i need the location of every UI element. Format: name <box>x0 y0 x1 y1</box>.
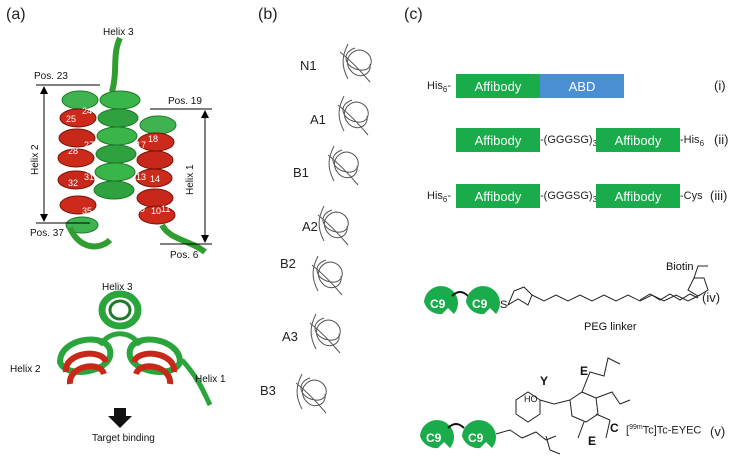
construct-iv-label: (iv) <box>702 290 721 305</box>
residue-label: 25 <box>66 114 76 124</box>
c9-label: C9 <box>468 431 484 445</box>
residue-label: 24 <box>82 106 92 116</box>
linker-label: -(GGGSG)3- <box>540 190 601 205</box>
domain-label: B2 <box>280 256 296 271</box>
helix-bundle-side-view <box>57 36 207 255</box>
residue-label: 9 <box>140 204 145 214</box>
residue-label: 32 <box>68 178 78 188</box>
domain-label: N1 <box>300 58 317 73</box>
affibody-block: Affibody <box>456 184 540 208</box>
down-arrow-icon <box>108 408 132 428</box>
residue-label: 13 <box>136 172 146 182</box>
helix3-label: Helix 3 <box>103 27 134 38</box>
residue-label: 28 <box>68 146 78 156</box>
residue-label: 14 <box>150 174 160 184</box>
bottom-helix2-label: Helix 2 <box>10 364 41 375</box>
affibody-block: Affibody <box>456 74 540 98</box>
residue-label: 11 <box>161 204 170 214</box>
pos37-label: Pos. 37 <box>30 228 64 239</box>
construct-i-his-tag: His6- <box>427 80 452 95</box>
residue-label: 18 <box>148 134 158 144</box>
residue-label: 10 <box>151 206 161 216</box>
construct-iv: C9 C9 S Biotin PEG linker <box>424 261 709 333</box>
peg-linker-label: PEG linker <box>584 321 637 333</box>
albumin-domain-structure: N1 A1 B1 A2 B2 A3 B3 <box>260 43 372 414</box>
pos23-label: Pos. 23 <box>34 71 68 82</box>
residue-label: 31 <box>84 172 94 182</box>
construct-ii-label: (ii) <box>714 132 729 147</box>
linker-label: -(GGGSG)3- <box>540 134 601 149</box>
affibody-block: Affibody <box>456 128 540 152</box>
biotin-label: Biotin <box>666 261 694 273</box>
panel-label-b: (b) <box>258 6 278 23</box>
tyrosine-label: Y <box>540 374 548 388</box>
helix-bundle-top-view <box>56 290 213 407</box>
construct-iii-his-tag: His6- <box>427 190 452 205</box>
domain-label: A1 <box>310 112 326 127</box>
c9-label: C9 <box>472 297 488 311</box>
hydroxyl-label: HO <box>524 394 538 404</box>
target-binding-label: Target binding <box>92 433 155 444</box>
residue-label: 35 <box>82 206 92 216</box>
affibody-block: Affibody <box>596 184 680 208</box>
cysteine-label: C <box>610 421 619 435</box>
c9-label: C9 <box>430 297 446 311</box>
domain-label: B1 <box>293 165 309 180</box>
glutamate-label: E <box>580 364 588 378</box>
bottom-helix1-label: Helix 1 <box>195 374 226 385</box>
pos19-label: Pos. 19 <box>168 96 202 107</box>
construct-i-label: (i) <box>714 78 726 93</box>
technetium-label: [99mTc]Tc-EYEC <box>626 424 702 437</box>
glutamate-label: E <box>588 434 596 448</box>
affibody-block: Affibody <box>596 128 680 152</box>
panel-label-c: (c) <box>404 6 423 23</box>
residue-label: 27 <box>84 140 94 150</box>
helix1-label: Helix 1 <box>185 164 196 195</box>
affibody-structure: 25 24 28 27 32 31 35 17 18 13 14 9 10 11 <box>10 27 226 444</box>
c9-label: C9 <box>426 431 442 445</box>
construct-ii-his-tag: -His6 <box>680 134 705 149</box>
helix2-label: Helix 2 <box>30 144 41 175</box>
residue-label: 17 <box>136 140 146 150</box>
construct-v: C9 C9 HO Y E E C <box>420 357 631 455</box>
construct-iii-label: (iii) <box>710 188 728 203</box>
cys-tag: -Cys <box>680 190 703 202</box>
domain-label: A3 <box>282 329 298 344</box>
conjugate-structures: C9 C9 S Biotin PEG linker C9 <box>420 261 709 455</box>
domain-label: A2 <box>302 219 318 234</box>
sulfur-label: S <box>500 299 507 311</box>
domain-label: B3 <box>260 383 276 398</box>
abd-block: ABD <box>540 74 624 98</box>
pos6-label: Pos. 6 <box>170 250 199 261</box>
construct-v-label: (v) <box>710 424 726 439</box>
bottom-helix3-label: Helix 3 <box>102 282 133 293</box>
panel-label-a: (a) <box>6 6 26 23</box>
